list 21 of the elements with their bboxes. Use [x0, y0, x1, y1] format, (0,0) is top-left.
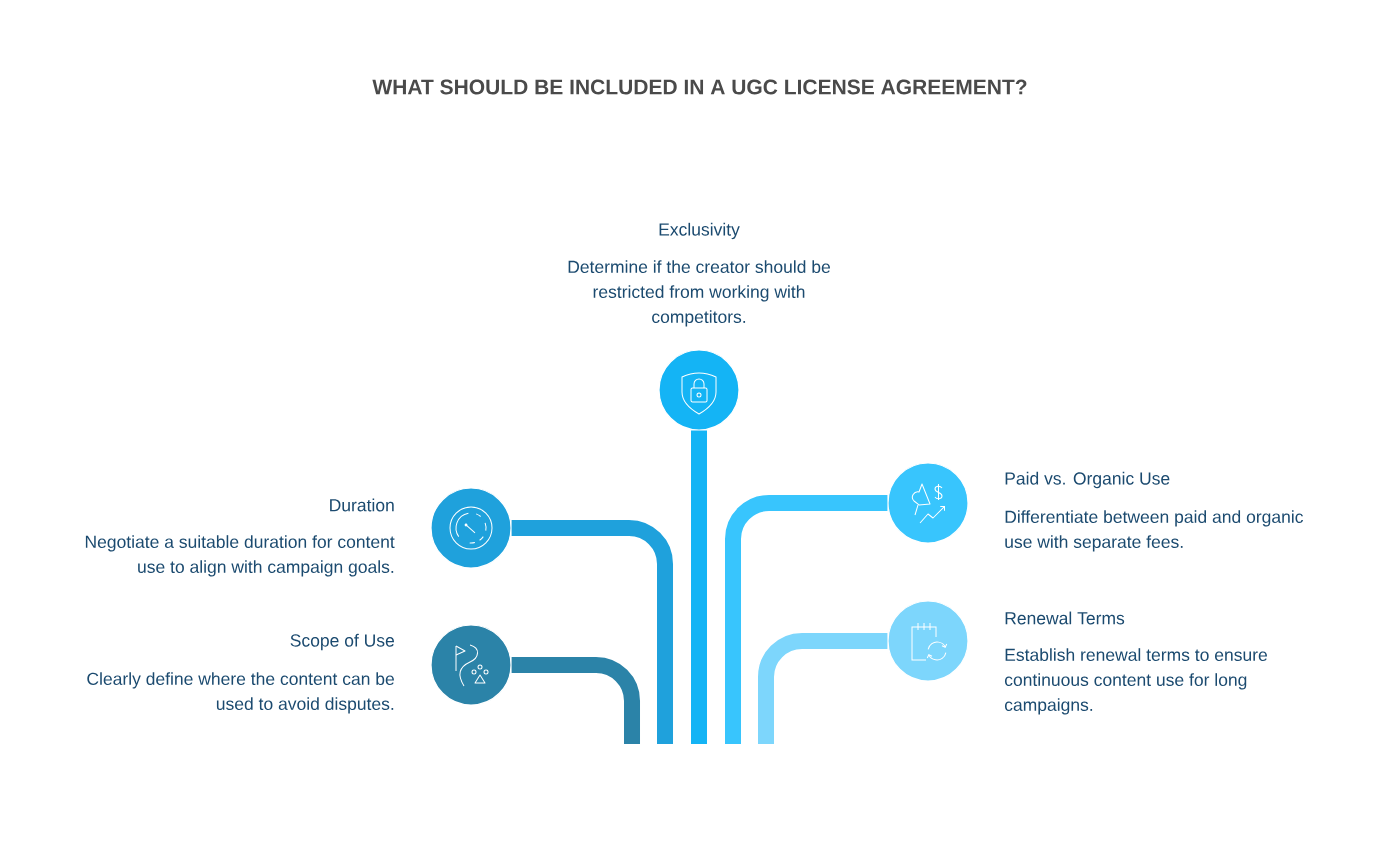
description: Establish renewal terms to ensure continuous content use for long campaigns.	[1004, 648, 1267, 715]
title: WHAT SHOULD BE INCLUDED IN A UGC LICENSE AGREEMENT?	[372, 79, 1027, 95]
description: Negotiate a suitable duration for content use to align with campaign goals.	[85, 535, 395, 577]
description: Clearly define where the content can be used to avoid disputes.	[87, 672, 394, 714]
icon-circle	[430, 624, 512, 706]
icon-circle	[430, 487, 512, 569]
icon-circle	[887, 462, 969, 544]
heading: Exclusivity	[659, 222, 740, 240]
connector-band	[758, 633, 888, 744]
heading: Duration	[330, 498, 394, 512]
icon-circle	[887, 600, 969, 682]
connector-band	[511, 520, 673, 744]
connector-band	[725, 495, 888, 744]
icon-circle	[658, 349, 740, 431]
heading: Scope of Use	[290, 633, 394, 651]
heading: Paid vs. Organic Use	[1005, 471, 1170, 489]
connector-band	[511, 657, 640, 744]
description: Determine if the creator should be restricted from working with competitors.	[568, 260, 830, 327]
description: Differentiate between paid and organic use with separate fees.	[1005, 510, 1303, 552]
heading: Renewal Terms	[1005, 611, 1125, 625]
connector-band	[691, 430, 707, 744]
